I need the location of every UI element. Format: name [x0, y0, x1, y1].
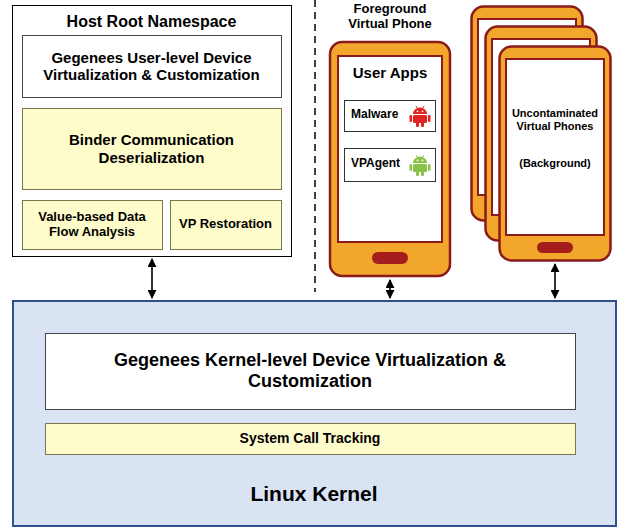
double-arrow	[389, 280, 391, 298]
double-arrow	[554, 264, 556, 298]
node-label: (Background)	[507, 157, 603, 170]
double-arrow	[151, 259, 153, 298]
node-heading: Malware	[351, 108, 413, 122]
phone-body	[498, 45, 612, 262]
node-label: Gegenees User-level Device Virtualizatio…	[29, 49, 275, 84]
node-label: VP Restoration	[179, 217, 272, 232]
process-box: Value-based Data Flow Analysis	[22, 200, 163, 250]
app-box: VPAgent	[344, 148, 436, 182]
node-heading: VPAgent	[351, 157, 413, 171]
phone-body	[328, 2, 452, 278]
phone-device: Uncontaminated Virtual Phones (Background…	[498, 45, 612, 262]
app-box: Malware	[344, 100, 436, 132]
process-box: Binder Communication Deserialization	[22, 108, 282, 190]
node-label: Gegenees Kernel-level Device Virtualizat…	[52, 350, 569, 391]
node-heading: Uncontaminated Virtual Phones	[507, 107, 603, 132]
process-box: Gegenees Kernel-level Device Virtualizat…	[45, 333, 576, 410]
namespace-divider	[314, 0, 316, 292]
android-icon	[409, 104, 431, 128]
node-heading: Foreground Virtual Phone	[340, 2, 440, 32]
node-label: Binder Communication Deserialization	[29, 131, 275, 166]
namespace-box: Host Root NamespaceGegenees User-level D…	[12, 5, 292, 257]
kernel-region: Linux Kernel Gegenees Kernel-level Device…	[12, 300, 617, 527]
process-box: VP Restoration	[170, 200, 282, 250]
process-box: System Call Tracking	[45, 423, 576, 455]
node-label: User Apps	[338, 64, 442, 81]
node-heading: Linux Kernel	[14, 482, 614, 506]
android-icon	[409, 153, 431, 177]
node-heading: Host Root Namespace	[13, 13, 290, 31]
phone-device: Foreground Virtual PhoneUser AppsMalware…	[328, 2, 452, 278]
node-label: Value-based Data Flow Analysis	[29, 210, 156, 240]
node-label: System Call Tracking	[240, 430, 381, 446]
process-box: Gegenees User-level Device Virtualizatio…	[22, 35, 282, 98]
